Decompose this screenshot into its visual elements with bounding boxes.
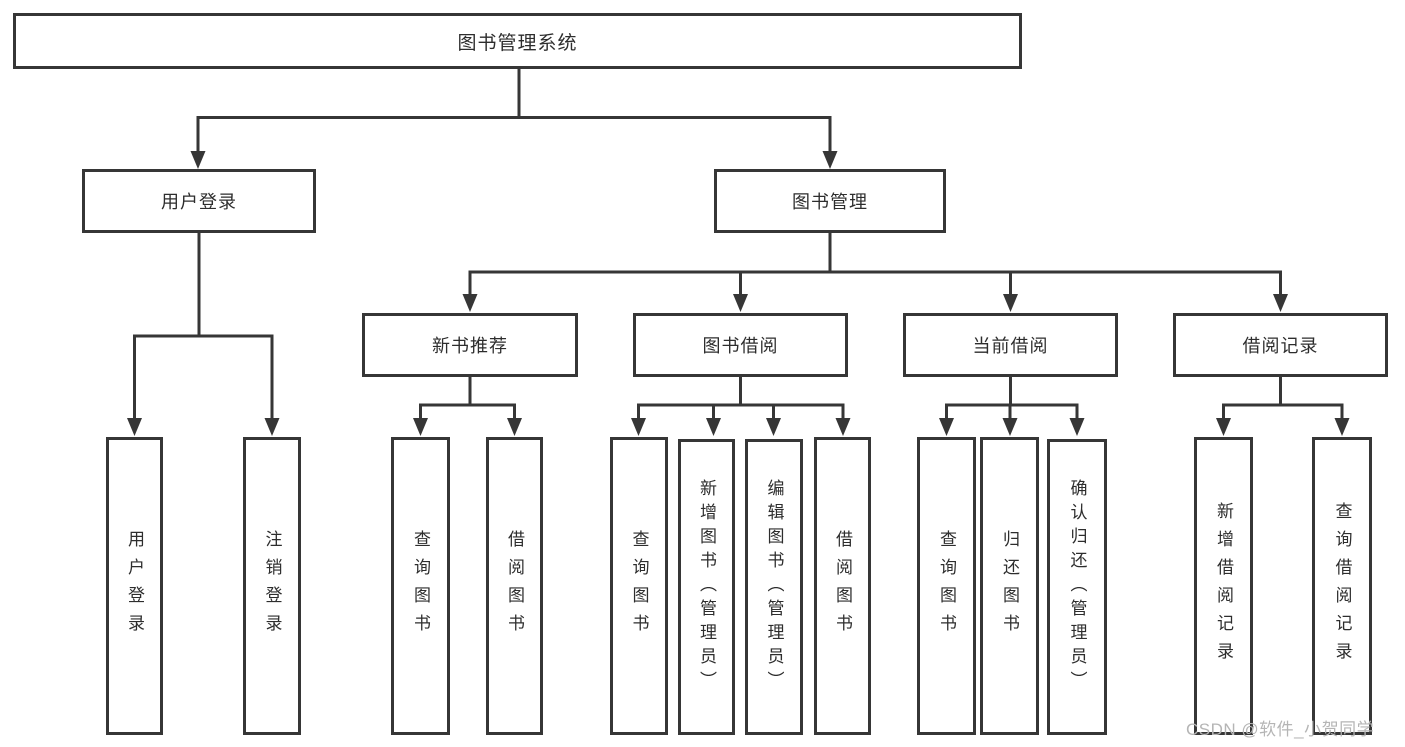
leaf-label: 查询借阅记录 (1332, 502, 1352, 670)
leaf-label: 借阅图书 (833, 530, 852, 642)
node-borrow-records: 借阅记录 (1173, 313, 1388, 377)
leaf-label: 查询图书 (411, 530, 430, 642)
leaf-label: 归还图书 (1000, 530, 1019, 642)
node-label: 当前借阅 (972, 336, 1049, 356)
node-new-book-recommend: 新书推荐 (362, 313, 578, 377)
node-label: 新书推荐 (432, 336, 508, 356)
leaf-label: 查询图书 (629, 530, 649, 642)
leaf-label: 编辑图书（管理员） (764, 479, 784, 695)
csdn-watermark: CSDN @软件_小贺同学 (1186, 720, 1375, 739)
leaf-label: 确认归还（管理员） (1067, 479, 1087, 695)
leaf-logout: 注销登录 (243, 437, 301, 735)
node-user-login: 用户登录 (82, 169, 316, 233)
node-current-borrow: 当前借阅 (903, 313, 1118, 377)
leaf-query-books-current: 查询图书 (917, 437, 976, 735)
node-book-management: 图书管理 (714, 169, 946, 233)
node-library-management-system: 图书管理系统 (13, 13, 1022, 69)
leaf-label: 查询图书 (937, 530, 956, 642)
leaf-query-books-borrow: 查询图书 (610, 437, 668, 735)
leaf-label: 新增图书（管理员） (697, 479, 716, 695)
leaf-edit-books-admin: 编辑图书（管理员） (745, 439, 803, 735)
node-label: 用户登录 (161, 192, 237, 212)
node-book-borrow: 图书借阅 (633, 313, 848, 377)
leaf-label: 借阅图书 (505, 530, 524, 642)
leaf-query-books-recommend: 查询图书 (391, 437, 450, 735)
leaf-query-borrow-record: 查询借阅记录 (1312, 437, 1372, 735)
leaf-return-books: 归还图书 (980, 437, 1039, 735)
leaf-label: 用户登录 (125, 530, 144, 642)
leaf-label: 注销登录 (262, 530, 282, 642)
leaf-add-books-admin: 新增图书（管理员） (678, 439, 735, 735)
leaf-borrow-books-recommend: 借阅图书 (486, 437, 543, 735)
leaf-add-borrow-record: 新增借阅记录 (1194, 437, 1253, 735)
arrowhead-icons (127, 151, 1350, 436)
leaf-user-login: 用户登录 (106, 437, 163, 735)
leaf-borrow-books: 借阅图书 (814, 437, 871, 735)
leaf-label: 新增借阅记录 (1214, 502, 1233, 670)
node-label: 图书管理 (792, 192, 868, 212)
node-label: 图书管理系统 (457, 32, 578, 54)
node-label: 图书借阅 (702, 336, 779, 356)
leaf-confirm-return-admin: 确认归还（管理员） (1047, 439, 1107, 735)
node-label: 借阅记录 (1242, 336, 1319, 356)
